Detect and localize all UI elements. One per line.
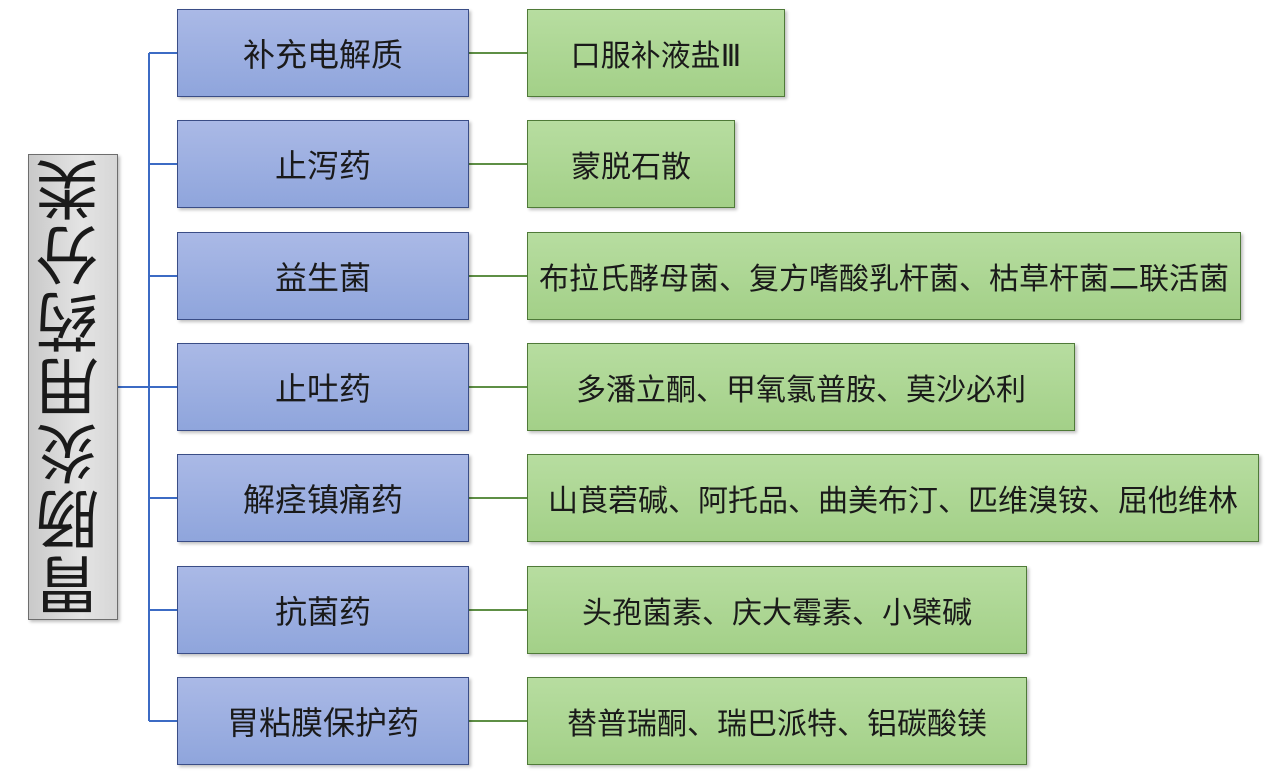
drug-node-antispasmodic: 山莨菪碱、阿托品、曲美布汀、匹维溴铵、屈他维林 [527, 454, 1259, 542]
category-node-probiotics: 益生菌 [177, 232, 469, 320]
category-node-antibacterial: 抗菌药 [177, 566, 469, 654]
drug-node-antiemetic: 多潘立酮、甲氧氯普胺、莫沙必利 [527, 343, 1075, 431]
drug-node-mucosal-protectant: 替普瑞酮、瑞巴派特、铝碳酸镁 [527, 677, 1027, 765]
drug-node-probiotics: 布拉氏酵母菌、复方嗜酸乳杆菌、枯草杆菌二联活菌 [527, 232, 1241, 320]
drug-node-electrolytes: 口服补液盐Ⅲ [527, 9, 785, 97]
category-node-mucosal-protectant: 胃粘膜保护药 [177, 677, 469, 765]
category-node-antiemetic: 止吐药 [177, 343, 469, 431]
category-node-electrolytes: 补充电解质 [177, 9, 469, 97]
drug-node-antibacterial: 头孢菌素、庆大霉素、小檗碱 [527, 566, 1027, 654]
category-node-antidiarrheal: 止泻药 [177, 120, 469, 208]
root-node: 胃肠炎用药分类 [28, 154, 118, 620]
category-node-antispasmodic: 解痉镇痛药 [177, 454, 469, 542]
root-label: 胃肠炎用药分类 [36, 156, 110, 618]
drug-node-antidiarrheal: 蒙脱石散 [527, 120, 735, 208]
